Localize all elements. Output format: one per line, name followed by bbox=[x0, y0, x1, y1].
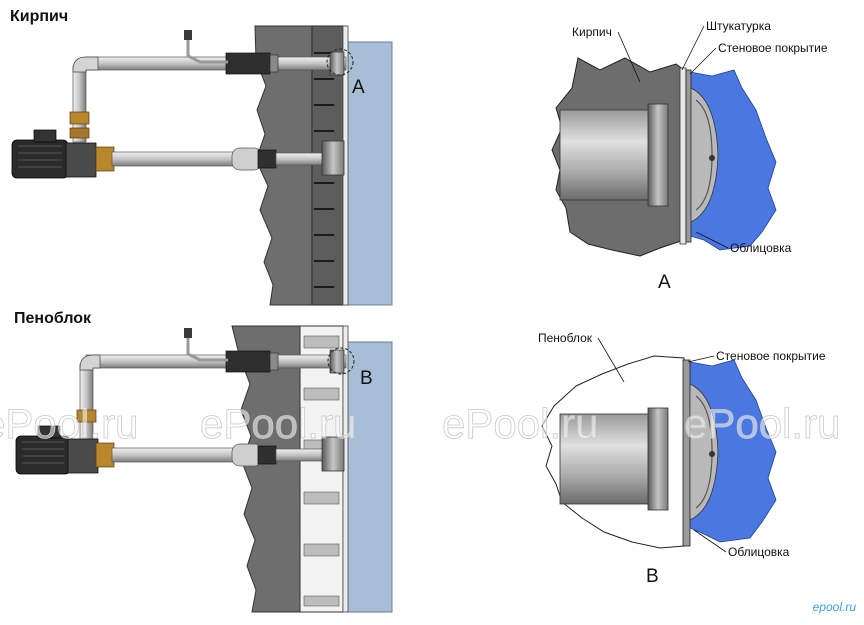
detail-a-label-wall-coating: Стеновое покрытие bbox=[718, 41, 828, 55]
pump-fins bbox=[18, 145, 62, 168]
valve-fitting-b bbox=[76, 409, 97, 423]
leader-b-material bbox=[597, 337, 625, 383]
detail-b-screw bbox=[709, 451, 715, 457]
detail-a: Кирпич Штукатурка Стеновое покрытие Обли… bbox=[551, 19, 828, 293]
callout-b: B bbox=[360, 368, 373, 389]
leader-a-material bbox=[617, 31, 641, 83]
lower-pipe-sleeve bbox=[257, 149, 277, 169]
detail-a-label-plaster: Штукатурка bbox=[706, 19, 771, 33]
detail-a-plaster bbox=[679, 67, 687, 245]
detail-a-caption: A bbox=[658, 272, 671, 293]
watermark-1: ePool.ru bbox=[0, 400, 138, 447]
detail-b-collar bbox=[647, 407, 669, 511]
detail-a-label-material: Кирпич bbox=[572, 25, 612, 39]
lower-pipe-end-2 bbox=[275, 448, 325, 462]
epool-logo: epool.ru bbox=[812, 600, 856, 614]
section-title-foam: Пеноблок bbox=[14, 310, 92, 327]
upper-pipe-collar bbox=[269, 54, 279, 73]
upper-nozzle bbox=[329, 51, 345, 76]
detail-b-label-cladding: Облицовка bbox=[728, 545, 790, 559]
leader-a-wall-coating bbox=[689, 47, 717, 75]
pump-outlet-fitting bbox=[95, 146, 115, 172]
upper-nozzle-2 bbox=[329, 349, 345, 374]
watermarks: ePool.ru ePool.ru ePool.ru ePool.ru bbox=[0, 400, 841, 448]
detail-b-liner-blue bbox=[689, 359, 777, 543]
pump-housing-2 bbox=[67, 438, 99, 474]
detail-a-ring bbox=[326, 48, 354, 76]
leader-a-plaster bbox=[681, 25, 705, 71]
detail-a-collar bbox=[647, 103, 669, 207]
sensor-tube bbox=[186, 36, 228, 64]
pump-fins-2 bbox=[22, 441, 64, 464]
pump-terminal-box-2 bbox=[37, 425, 61, 439]
valve-fitting bbox=[69, 111, 90, 125]
detail-b-fitting bbox=[689, 383, 719, 521]
leader-a-cladding bbox=[695, 231, 729, 249]
detail-b-caption: B bbox=[646, 566, 659, 587]
pump-housing bbox=[65, 142, 97, 178]
upper-pipe-sleeve-2 bbox=[225, 350, 271, 373]
detail-b-ring bbox=[327, 347, 355, 375]
pipe-elbow bbox=[72, 56, 99, 73]
lower-pipe-reducer-2 bbox=[231, 443, 263, 467]
brick-installation: A bbox=[11, 25, 393, 306]
detail-b-label-material: Пеноблок bbox=[538, 331, 593, 345]
sensor-tube-2 bbox=[186, 334, 228, 362]
leader-b-cladding bbox=[693, 529, 727, 553]
detail-a-screw bbox=[709, 155, 715, 161]
sensor-head-2 bbox=[184, 328, 192, 338]
lower-flange bbox=[321, 140, 345, 176]
lower-pipe-end bbox=[275, 152, 325, 166]
detail-a-coating bbox=[685, 69, 692, 243]
foam-block-joints bbox=[303, 335, 340, 607]
detail-b-coating bbox=[682, 359, 691, 547]
detail-b: Пеноблок Стеновое покрытие Облицовка B bbox=[538, 331, 826, 587]
watermark-2: ePool.ru bbox=[200, 400, 356, 447]
pool-water-2 bbox=[344, 341, 393, 613]
pipe-elbow-2 bbox=[79, 354, 101, 371]
pump-terminal-box bbox=[33, 129, 57, 143]
section-title-brick: Кирпич bbox=[10, 8, 69, 25]
detail-a-pipe bbox=[559, 109, 657, 201]
wall-anchor-marks bbox=[314, 52, 334, 288]
watermark-3: ePool.ru bbox=[442, 400, 598, 447]
detail-b-label-wall-coating: Стеновое покрытие bbox=[716, 349, 826, 363]
foam-wall-section bbox=[231, 325, 301, 613]
upper-pipe-collar-2 bbox=[269, 352, 279, 371]
lower-flange-2 bbox=[321, 436, 345, 472]
upper-pipe-sleeve bbox=[225, 52, 271, 75]
watermark-4: ePool.ru bbox=[684, 400, 840, 447]
foam-installation: B bbox=[15, 325, 393, 613]
lower-pipe-reducer bbox=[231, 147, 263, 171]
leader-b-wall-coating bbox=[687, 355, 715, 363]
pool-water bbox=[344, 41, 393, 306]
lower-pipe-sleeve-2 bbox=[257, 445, 277, 465]
detail-a-label-cladding: Облицовка bbox=[730, 241, 792, 255]
detail-a-fitting bbox=[690, 87, 719, 223]
sensor-head bbox=[184, 30, 192, 40]
valve-fitting-2 bbox=[69, 127, 90, 139]
callout-a: A bbox=[352, 77, 365, 98]
